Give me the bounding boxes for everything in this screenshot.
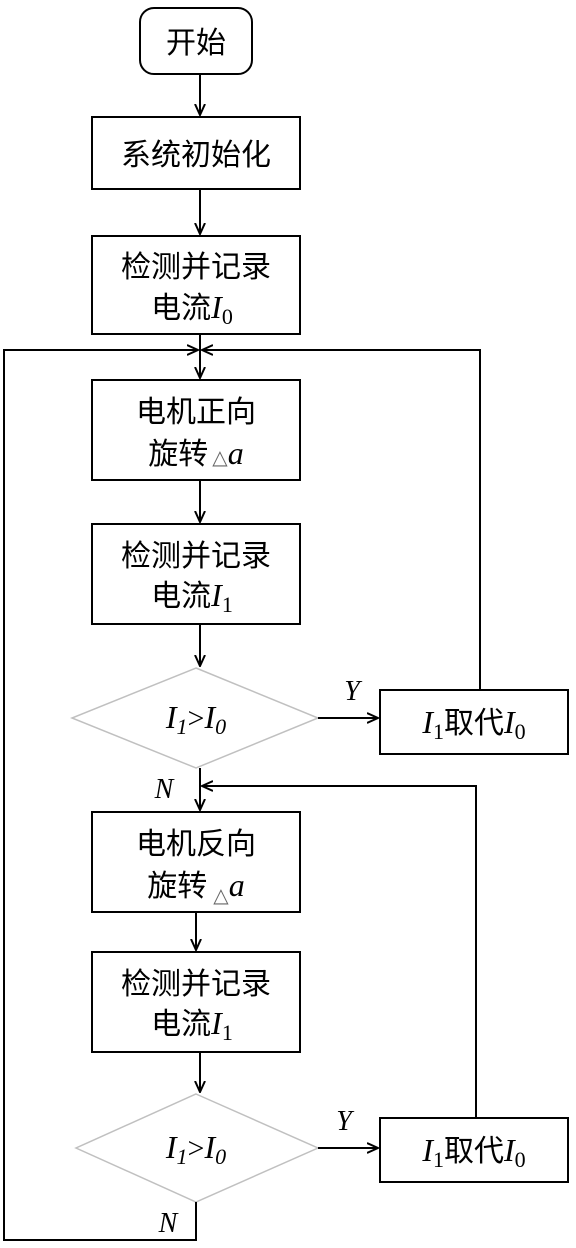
detect-current-2-node: 检测并记录 电流I1	[91, 951, 301, 1053]
start-node: 开始	[139, 7, 253, 75]
decision-2-node: I1>I0	[74, 1093, 320, 1203]
start-label: 开始	[166, 26, 226, 61]
edge-label-no2: N	[158, 1208, 179, 1239]
detect1-line1: 检测并记录	[121, 539, 271, 574]
motor-forward-node: 电机正向 旋转△a	[91, 379, 301, 481]
replace2-label: I1取代I0	[421, 1132, 525, 1172]
replace-1-node: I1取代I0	[379, 689, 569, 755]
reverse-line2: 旋转△a	[147, 867, 244, 907]
decision-1-node: I1>I0	[69, 667, 320, 769]
edge-replace2-loop	[202, 786, 477, 1118]
edge-label-no1: N	[154, 774, 175, 805]
edge-label-yes1: Y	[344, 676, 363, 707]
replace1-label: I1取代I0	[421, 704, 525, 744]
reverse-line1: 电机反向	[136, 827, 256, 862]
motor-reverse-node: 电机反向 旋转△a	[91, 811, 301, 913]
init-node: 系统初始化	[91, 116, 301, 190]
forward-line1: 电机正向	[136, 395, 256, 430]
detect2-line1: 检测并记录	[121, 967, 271, 1002]
detect-current-1-node: 检测并记录 电流I1	[91, 523, 301, 625]
edge-label-yes2: Y	[336, 1106, 355, 1137]
detect-current-0-node: 检测并记录 电流I0	[91, 235, 301, 335]
detect2-line2: 电流I1	[151, 1005, 233, 1045]
init-label: 系统初始化	[121, 138, 271, 173]
detect0-line2: 电流I0	[151, 289, 233, 329]
replace-2-node: I1取代I0	[379, 1117, 569, 1183]
detect0-line1: 检测并记录	[121, 250, 271, 285]
forward-line2: 旋转△a	[148, 435, 243, 472]
decision2-label: I1>I0	[165, 1129, 226, 1169]
decision1-label: I1>I0	[165, 699, 226, 739]
edge-replace1-loop	[202, 350, 481, 690]
detect1-line2: 电流I1	[151, 577, 233, 617]
edge-decision2-no-loop	[3, 350, 198, 1241]
